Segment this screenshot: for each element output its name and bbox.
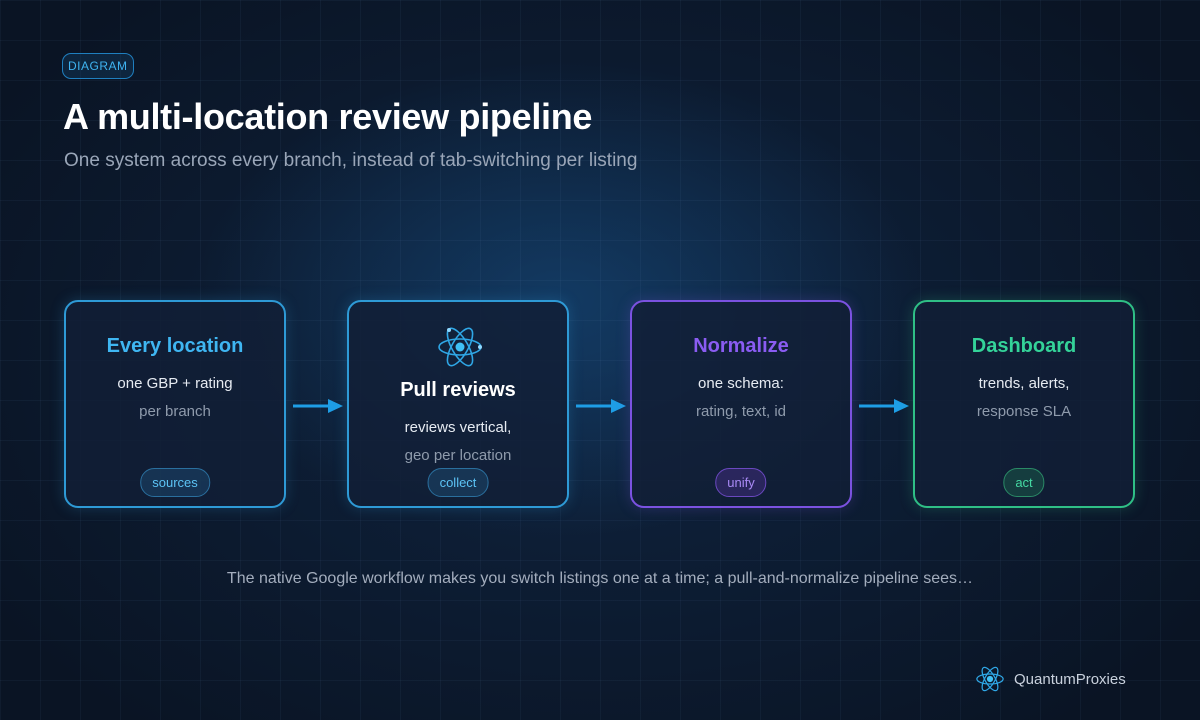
step-card-pull-reviews: Pull reviews reviews vertical, geo per l… (347, 300, 569, 508)
arrow-right-icon (576, 399, 626, 413)
step-title: Pull reviews (400, 379, 516, 401)
arrow-right-icon (859, 399, 909, 413)
step-line-2: rating, text, id (695, 403, 787, 420)
step-line-2: geo per location (404, 447, 512, 464)
step-line-1: one GBP + rating (117, 375, 233, 392)
step-line-1: one schema: (698, 375, 784, 392)
atom-icon (438, 327, 482, 367)
brand-name: QuantumProxies (1014, 670, 1126, 688)
brand-logo: QuantumProxies (975, 665, 1126, 693)
step-pill: unify (715, 468, 767, 497)
step-card-dashboard: Dashboard trends, alerts, response SLA a… (913, 300, 1135, 508)
atom-icon (976, 666, 1004, 692)
step-card-normalize: Normalize one schema: rating, text, id u… (630, 300, 852, 508)
step-card-every-location: Every location one GBP + rating per bran… (64, 300, 286, 508)
step-title: Normalize (693, 335, 789, 357)
step-pill: act (1003, 468, 1045, 497)
diagram-tag: DIAGRAM (62, 53, 134, 79)
diagram-caption: The native Google workflow makes you swi… (226, 570, 974, 587)
step-line-2: response SLA (976, 403, 1072, 420)
page-title: A multi-location review pipeline (63, 96, 593, 137)
step-pill: sources (140, 468, 210, 497)
step-title: Dashboard (971, 335, 1077, 357)
arrow-right-icon (293, 399, 343, 413)
step-title: Every location (106, 335, 244, 357)
page-subtitle: One system across every branch, instead … (64, 150, 638, 171)
step-line-2: per branch (139, 403, 211, 420)
step-pill: collect (427, 468, 489, 497)
step-line-1: reviews vertical, (404, 419, 512, 436)
step-line-1: trends, alerts, (978, 375, 1070, 392)
